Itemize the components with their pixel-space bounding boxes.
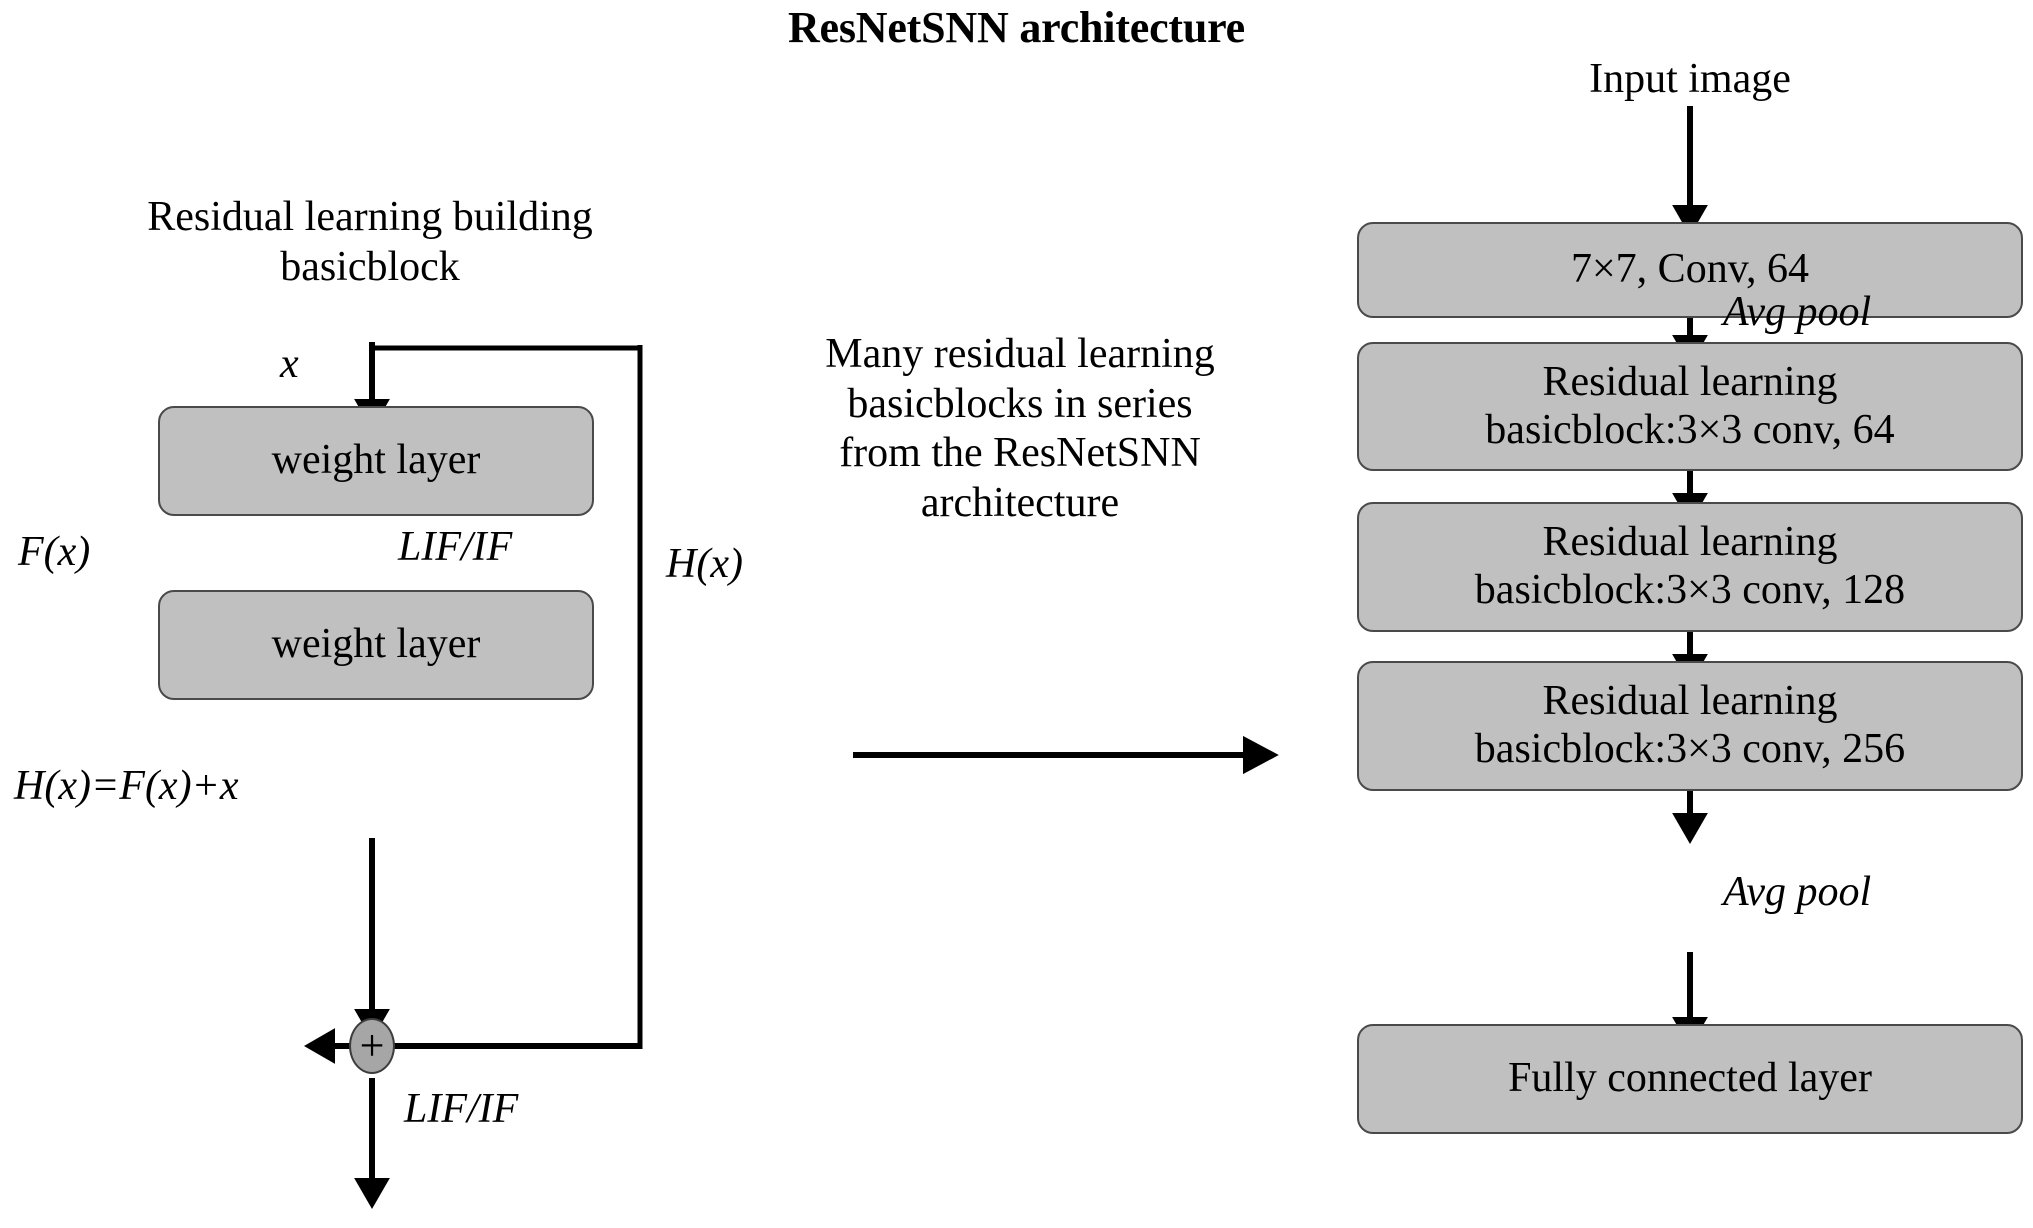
transition-caption: Many residual learning basicblocks in se… [750, 330, 1290, 528]
transition-caption-line-3: from the ResNetSNN [839, 430, 1201, 477]
residual-block-64-box-label: Residual learning basicblock:3×3 conv, 6… [1359, 359, 2021, 455]
residual-block-128-line2: basicblock:3×3 conv, 128 [1474, 567, 1906, 613]
spike-label-1: LIF/IF [398, 524, 513, 570]
page-title: ResNetSNN architecture [787, 3, 1246, 52]
residual-block-128-line1: Residual learning [1542, 519, 1838, 566]
residual-block-128-box-label: Residual learning basicblock:3×3 conv, 1… [1359, 519, 2021, 615]
residual-block-256-line2: basicblock:3×3 conv, 256 [1474, 726, 1906, 772]
conv-7x7-box[interactable]: 7×7, Conv, 64 [1357, 222, 2023, 318]
residual-block-64-box[interactable]: Residual learning basicblock:3×3 conv, 6… [1357, 342, 2023, 471]
left-panel-heading-line2: basicblock [280, 243, 460, 290]
weight-layer-box-1[interactable]: weight layer [158, 406, 594, 516]
plus-icon: + [359, 1021, 385, 1070]
weight-layer-box-2-label: weight layer [271, 621, 481, 668]
weight-layer-box-1-label: weight layer [271, 437, 481, 484]
weight-layer-box-2[interactable]: weight layer [158, 590, 594, 700]
left-panel-heading: Residual learning building basicblock [40, 193, 700, 292]
fully-connected-layer-box[interactable]: Fully connected layer [1357, 1024, 2023, 1134]
right-panel-input-label: Input image [1589, 56, 1791, 102]
residual-block-256-box-label: Residual learning basicblock:3×3 conv, 2… [1359, 678, 2021, 774]
avg-pool-label-1: Avg pool [1723, 289, 1872, 335]
transition-caption-line-4: architecture [920, 479, 1120, 526]
residual-block-256-line1: Residual learning [1542, 678, 1838, 725]
residual-function-label: F(x) [18, 529, 91, 575]
transition-caption-line-1: Many residual learning [825, 331, 1215, 377]
sum-equation-label: H(x)=F(x)+x [14, 763, 239, 809]
transition-caption-line-2: basicblocks in series [847, 380, 1193, 427]
residual-block-64-line2: basicblock:3×3 conv, 64 [1485, 406, 1895, 453]
identity-function-label: H(x) [666, 541, 743, 587]
input-variable-label: x [280, 341, 299, 387]
avg-pool-label-2: Avg pool [1723, 869, 1872, 915]
spike-label-2: LIF/IF [404, 1086, 519, 1132]
residual-block-256-box[interactable]: Residual learning basicblock:3×3 conv, 2… [1357, 661, 2023, 791]
sum-node[interactable]: + [349, 1018, 395, 1074]
conv-7x7-box-label: 7×7, Conv, 64 [1571, 246, 1809, 293]
fully-connected-layer-box-label: Fully connected layer [1508, 1055, 1872, 1102]
left-panel-heading-line1: Residual learning building [147, 194, 593, 240]
residual-block-128-box[interactable]: Residual learning basicblock:3×3 conv, 1… [1357, 502, 2023, 632]
residual-block-64-line1: Residual learning [1542, 358, 1838, 405]
